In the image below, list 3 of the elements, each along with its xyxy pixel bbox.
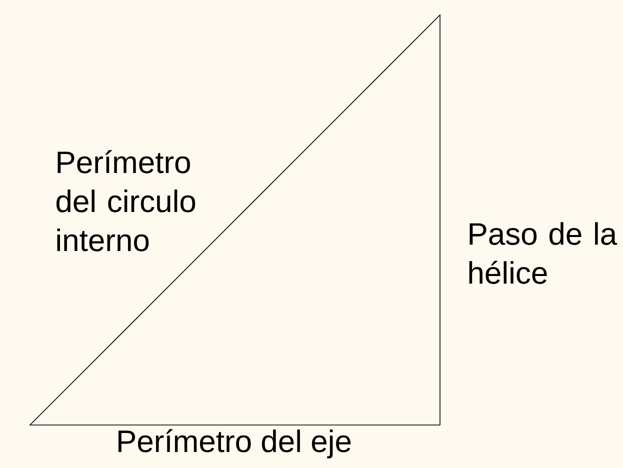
side-label: Perímetro del eje	[118, 429, 351, 458]
side-label: Paso de la hélice	[469, 222, 618, 284]
side-label: Perímetro del circulo interno	[56, 150, 196, 252]
